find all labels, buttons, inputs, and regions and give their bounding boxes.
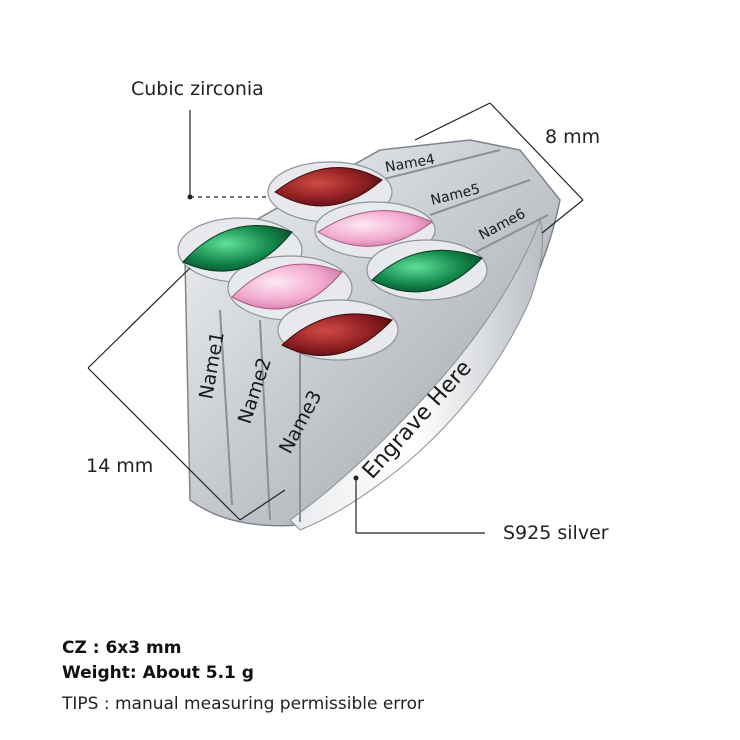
spec-tips: TIPS : manual measuring permissible erro… (62, 694, 424, 714)
band-grooves (219, 149, 549, 522)
gemstones (182, 167, 483, 357)
label-width: 8 mm (545, 126, 601, 148)
label-length: 14 mm (86, 455, 154, 477)
spec-weight: Weight: About 5.1 g (62, 663, 254, 683)
gem-emerald-right (371, 249, 483, 293)
callout-lines (87, 102, 584, 534)
spec-cz: CZ : 6x3 mm (62, 638, 182, 658)
gem-garnet-top (274, 167, 383, 207)
callout-dots (187, 194, 359, 481)
ring-inner-band (289, 218, 543, 531)
gem-garnet-bottom (281, 313, 393, 357)
gem-pink-top (317, 210, 433, 247)
label-metal: S925 silver (503, 522, 609, 544)
gem-pink-bottom (231, 263, 343, 310)
label-stone: Cubic zirconia (131, 78, 264, 100)
gem-emerald-left (182, 225, 293, 272)
